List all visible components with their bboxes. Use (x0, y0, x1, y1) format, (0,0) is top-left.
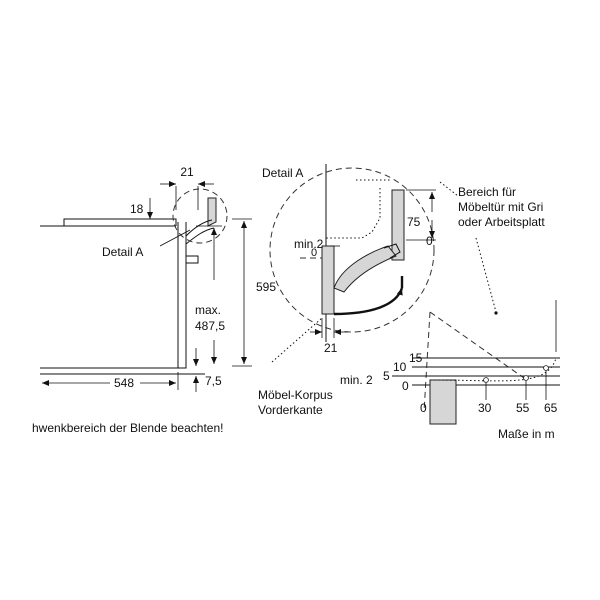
detail-a-large-circle (269, 167, 435, 333)
swing-x-0: 0 (420, 401, 427, 415)
swing-note: hwenkbereich der Blende beachten! (32, 421, 223, 435)
area-leader-2 (475, 237, 497, 313)
dim-detail-21-label: 21 (324, 341, 338, 355)
swing-x-30: 30 (478, 401, 492, 415)
projection-line-2 (423, 311, 431, 413)
swing-y-5: 5 (383, 369, 390, 383)
detail-min-label: min.2 (294, 237, 324, 251)
dim-7-5-label: 7,5 (205, 374, 222, 388)
detail-zero-small: 0 (311, 247, 317, 259)
corpus-label-line-2: Vorderkante (258, 403, 323, 417)
dim-548-label: 548 (114, 376, 134, 390)
area-label-line-3: oder Arbeitsplatt (458, 215, 545, 229)
dim-max-value: 487,5 (195, 319, 225, 333)
swing-cabinet-block (429, 379, 457, 425)
swing-chart (392, 300, 560, 425)
swing-y-10: 10 (393, 360, 407, 374)
projection-line (429, 311, 525, 379)
dim-bottom-gap: 7,5 (193, 348, 222, 392)
detail-a-circle (172, 188, 228, 244)
dim-21-label: 21 (180, 165, 194, 179)
units-note: Maße in m (498, 427, 555, 441)
area-label-line-2: Möbeltür mit Gri (458, 200, 543, 214)
corpus-leader (271, 317, 323, 363)
dim-height: 595 (232, 218, 276, 367)
dim-18-label: 18 (130, 202, 144, 216)
swing-min-label: min. 2 (340, 373, 373, 387)
left-cabinet-view (40, 188, 228, 375)
dim-max-prefix: max. (195, 303, 221, 317)
corpus-label-line-1: Möbel-Korpus (258, 388, 333, 402)
swing-y-0: 0 (402, 379, 409, 393)
dim-top-height: 18 (130, 198, 172, 220)
dim-75-label: 75 (407, 215, 421, 229)
dim-detail-75: 75 0 (406, 189, 436, 248)
area-label-line-1: Bereich für (458, 185, 516, 199)
detail-a-label-left: Detail A (102, 245, 143, 259)
corpus-front (321, 245, 335, 315)
swing-y-15: 15 (409, 351, 423, 365)
swing-curve (429, 357, 557, 382)
detail-a-title: Detail A (262, 166, 303, 180)
dim-depth: 548 (42, 372, 179, 390)
detail-a-view: Detail A (262, 164, 435, 342)
dim-top-width: 21 (160, 165, 214, 210)
door-panel (391, 189, 405, 261)
dim-0-label: 0 (426, 234, 433, 248)
dim-595-label: 595 (256, 280, 276, 294)
area-leader (439, 181, 459, 197)
swing-x-55: 55 (516, 401, 530, 415)
dim-max: max. 487,5 (195, 225, 225, 364)
swing-x-65: 65 (544, 401, 558, 415)
dim-detail-21: 21 (310, 318, 348, 355)
